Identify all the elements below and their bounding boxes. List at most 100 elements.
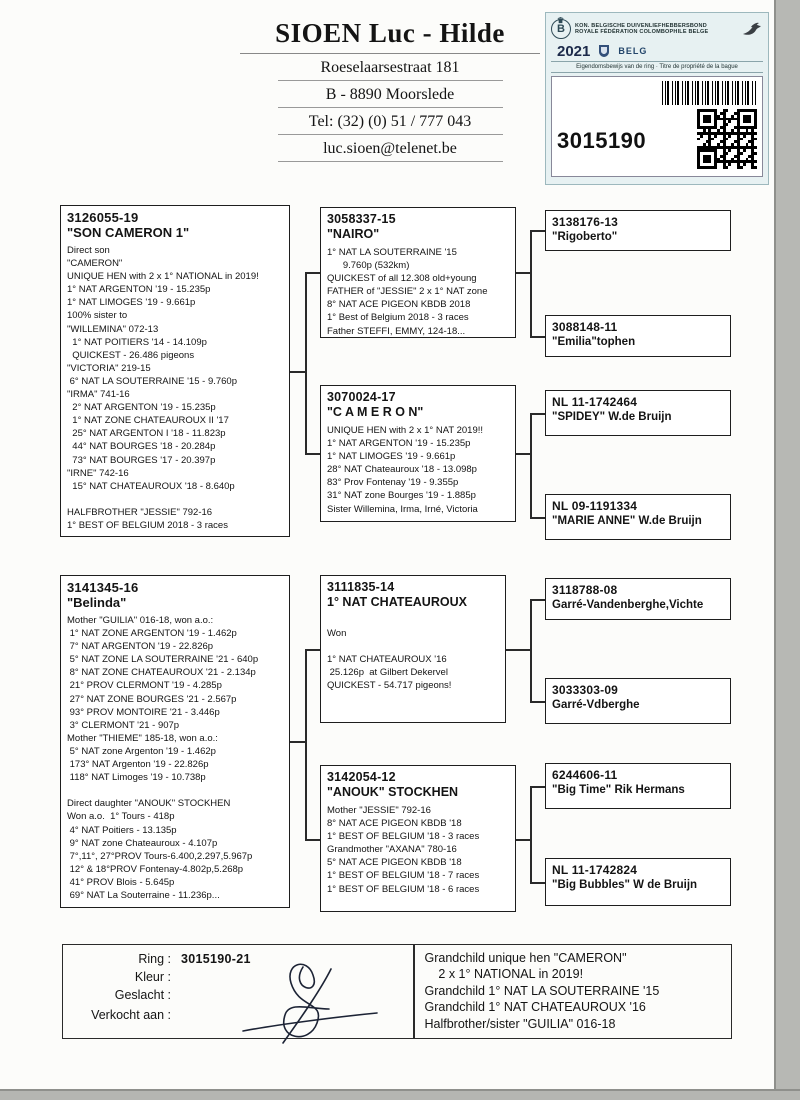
pigeon-name: "MARIE ANNE" W.de Bruijn (552, 515, 702, 527)
pigeon-icon (743, 22, 761, 35)
detail-line: 73° NAT BOURGES '17 - 20.397p (67, 454, 216, 466)
verkocht-label: Verkocht aan : (91, 1008, 171, 1022)
detail-line: 1° NAT ARGENTON '19 - 15.235p (67, 284, 211, 296)
ring-field: Ring : 3015190-21 (63, 952, 413, 966)
ring-number: 3126055-19 (67, 210, 139, 225)
federation-crown-logo-icon: B (551, 13, 571, 39)
detail-line: 69° NAT La Souterraine - 11.236p... (67, 889, 220, 901)
detail-line: 5° NAT ACE PIGEON KBDB '18 (327, 857, 462, 869)
connector-line (305, 272, 320, 274)
detail-line: Mother "THIEME" 185-18, won a.o.: (67, 732, 218, 744)
pedigree-box-sires-dam: 3070024-17 "C A M E R O N" UNIQUE HEN wi… (320, 385, 516, 522)
detail-line: "CAMERON" (67, 258, 123, 270)
ring-number: 3138176-13 (552, 215, 619, 229)
kleur-label: Kleur : (134, 970, 171, 984)
pigeon-name: "SPIDEY" W.de Bruijn (552, 411, 672, 423)
pedigree-box-great-granddam-2: NL 09-1191334 "MARIE ANNE" W.de Bruijn (545, 494, 731, 540)
pigeon-name: "Emilia"tophen (552, 336, 636, 348)
pigeon-name: "NAIRO" (327, 227, 380, 241)
detail-line: 83° Prov Fontenay '19 - 9.355p (327, 477, 459, 489)
detail-line: 9° NAT zone Chateauroux - 4.107p (67, 837, 218, 849)
detail-line: 27° NAT ZONE BOURGES '21 - 2.567p (67, 693, 237, 705)
email-line: luc.sioen@telenet.be (277, 135, 503, 162)
connector-line (530, 230, 545, 232)
connector-line (516, 453, 530, 455)
connector-line (305, 453, 320, 455)
ring-value: 3015190-21 (181, 952, 251, 966)
detail-line: 1° NAT ZONE ARGENTON '19 - 1.462p (67, 628, 237, 640)
ring-number: 6244606-11 (552, 768, 618, 782)
detail-line (67, 784, 283, 797)
connector-line (530, 786, 532, 884)
detail-line (327, 640, 499, 653)
ring-number: 3088148-11 (552, 320, 618, 334)
address-line-2: B - 8890 Moorslede (277, 81, 503, 108)
kleur-field: Kleur : (63, 970, 413, 984)
ring-number: NL 11-1742824 (552, 863, 638, 877)
detail-line: 1° NAT ARGENTON '19 - 15.235p (327, 438, 471, 450)
detail-line: 118° NAT Limoges '19 - 10.738p (67, 772, 206, 784)
detail-line: 1° BEST OF BELGIUM '18 - 3 races (327, 831, 480, 843)
connector-line (530, 517, 545, 519)
connector-line (506, 649, 530, 651)
detail-line: 6° NAT LA SOUTERRAINE '15 - 9.760p (67, 375, 237, 387)
verkocht-value (181, 1008, 413, 1022)
connector-line (305, 839, 320, 841)
pigeon-name: "ANOUK" STOCKHEN (327, 785, 459, 799)
sticker-federation-row: B KON. BELGISCHE DUIVENLIEFHEBBERSBOND R… (551, 13, 763, 41)
detail-line: "WILLEMINA" 072-13 (67, 323, 159, 335)
detail-line: 28° NAT Chateauroux '18 - 13.098p (327, 464, 477, 476)
pedigree-box-great-granddam-4: NL 11-1742824 "Big Bubbles" W de Bruijn (545, 858, 731, 906)
connector-line (530, 413, 532, 519)
detail-line: FATHER of "JESSIE" 2 x 1° NAT zone (327, 286, 488, 298)
geslacht-value (181, 988, 413, 1002)
pigeon-details: Mother "GUILIA" 016-18, won a.o.: 1° NAT… (67, 614, 283, 902)
pigeon-name: "C A M E R O N" (327, 405, 424, 419)
country-code: BELG (618, 46, 648, 56)
detail-line: 1° NAT CHATEAUROUX '16 (327, 654, 447, 666)
ring-number-large: 3015190 (557, 128, 647, 153)
detail-line: 21° PROV CLERMONT '19 - 4.285p (67, 680, 222, 692)
verkocht-field: Verkocht aan : (63, 1008, 413, 1022)
detail-line: 1° BEST OF BELGIUM '18 - 6 races (327, 883, 480, 895)
detail-line: 8° NAT ZONE CHATEAUROUX '21 - 2.134p (67, 667, 256, 679)
ring-number: 3111835-14 (327, 580, 395, 594)
detail-line: 7° NAT ARGENTON '19 - 22.826p (67, 641, 214, 653)
connector-line (530, 786, 545, 788)
detail-line: QUICKEST of all 12.308 old+young (327, 273, 477, 285)
detail-line: 1° NAT LA SOUTERRAINE '15 (327, 247, 457, 258)
connector-line (530, 413, 545, 415)
federation-name-fr: ROYALE FÉDÉRATION COLOMBOPHILE BELGE (575, 29, 709, 35)
address-line-1: Roeselaarsestraat 181 (277, 54, 503, 81)
detail-line: Sister Willemina, Irma, Irné, Victoria (327, 503, 478, 515)
connector-line (530, 230, 532, 338)
detail-line: 2° NAT ARGENTON '19 - 15.235p (67, 402, 216, 414)
pigeon-name: "SON CAMERON 1" (67, 225, 190, 240)
pedigree-box-dam: 3141345-16 "Belinda" Mother "GUILIA" 016… (60, 575, 290, 908)
pedigree-box-great-grandsire-1: 3138176-13 "Rigoberto" (545, 210, 731, 251)
detail-line: 93° PROV MONTOIRE '21 - 3.446p (67, 706, 220, 718)
scan-edge-right (774, 0, 800, 1100)
pedigree-box-great-grandsire-3: 3118788-08 Garré-Vandenberghe,Vichte (545, 578, 731, 620)
detail-line: 44° NAT BOURGES '18 - 20.284p (67, 441, 216, 453)
pigeon-name: "Rigoberto" (552, 231, 618, 243)
detail-line: 1° NAT LIMOGES '19 - 9.661p (327, 451, 456, 463)
detail-line: 9.760p (532km) (327, 260, 410, 272)
detail-line: 3° CLERMONT '21 - 907p (67, 719, 180, 731)
detail-line: 1° BEST OF BELGIUM 2018 - 3 races (67, 519, 228, 531)
connector-line (305, 272, 307, 455)
detail-line: Grandmother "AXANA" 780-16 (327, 844, 457, 856)
detail-line: "VICTORIA" 219-15 (67, 362, 151, 374)
connector-line (530, 599, 532, 703)
pigeon-name: 1° NAT CHATEAUROUX (327, 595, 467, 609)
detail-line: 15° NAT CHATEAUROUX '18 - 8.640p (67, 480, 235, 492)
ring-certificate-sticker: B KON. BELGISCHE DUIVENLIEFHEBBERSBOND R… (545, 12, 769, 185)
pedigree-box-sire: 3126055-19 "SON CAMERON 1" Direct son"CA… (60, 205, 290, 537)
detail-line: 1° BEST OF BELGIUM '18 - 7 races (327, 870, 480, 882)
detail-line: Grandchild unique hen "CAMERON" (424, 951, 627, 965)
detail-line: 100% sister to (67, 310, 128, 322)
connector-line (530, 599, 545, 601)
detail-line: Grandchild 1° NAT CHATEAUROUX '16 (424, 1000, 646, 1015)
pedigree-box-great-granddam-1: 3088148-11 "Emilia"tophen (545, 315, 731, 357)
sticker-label-area: 3015190 (551, 76, 763, 177)
